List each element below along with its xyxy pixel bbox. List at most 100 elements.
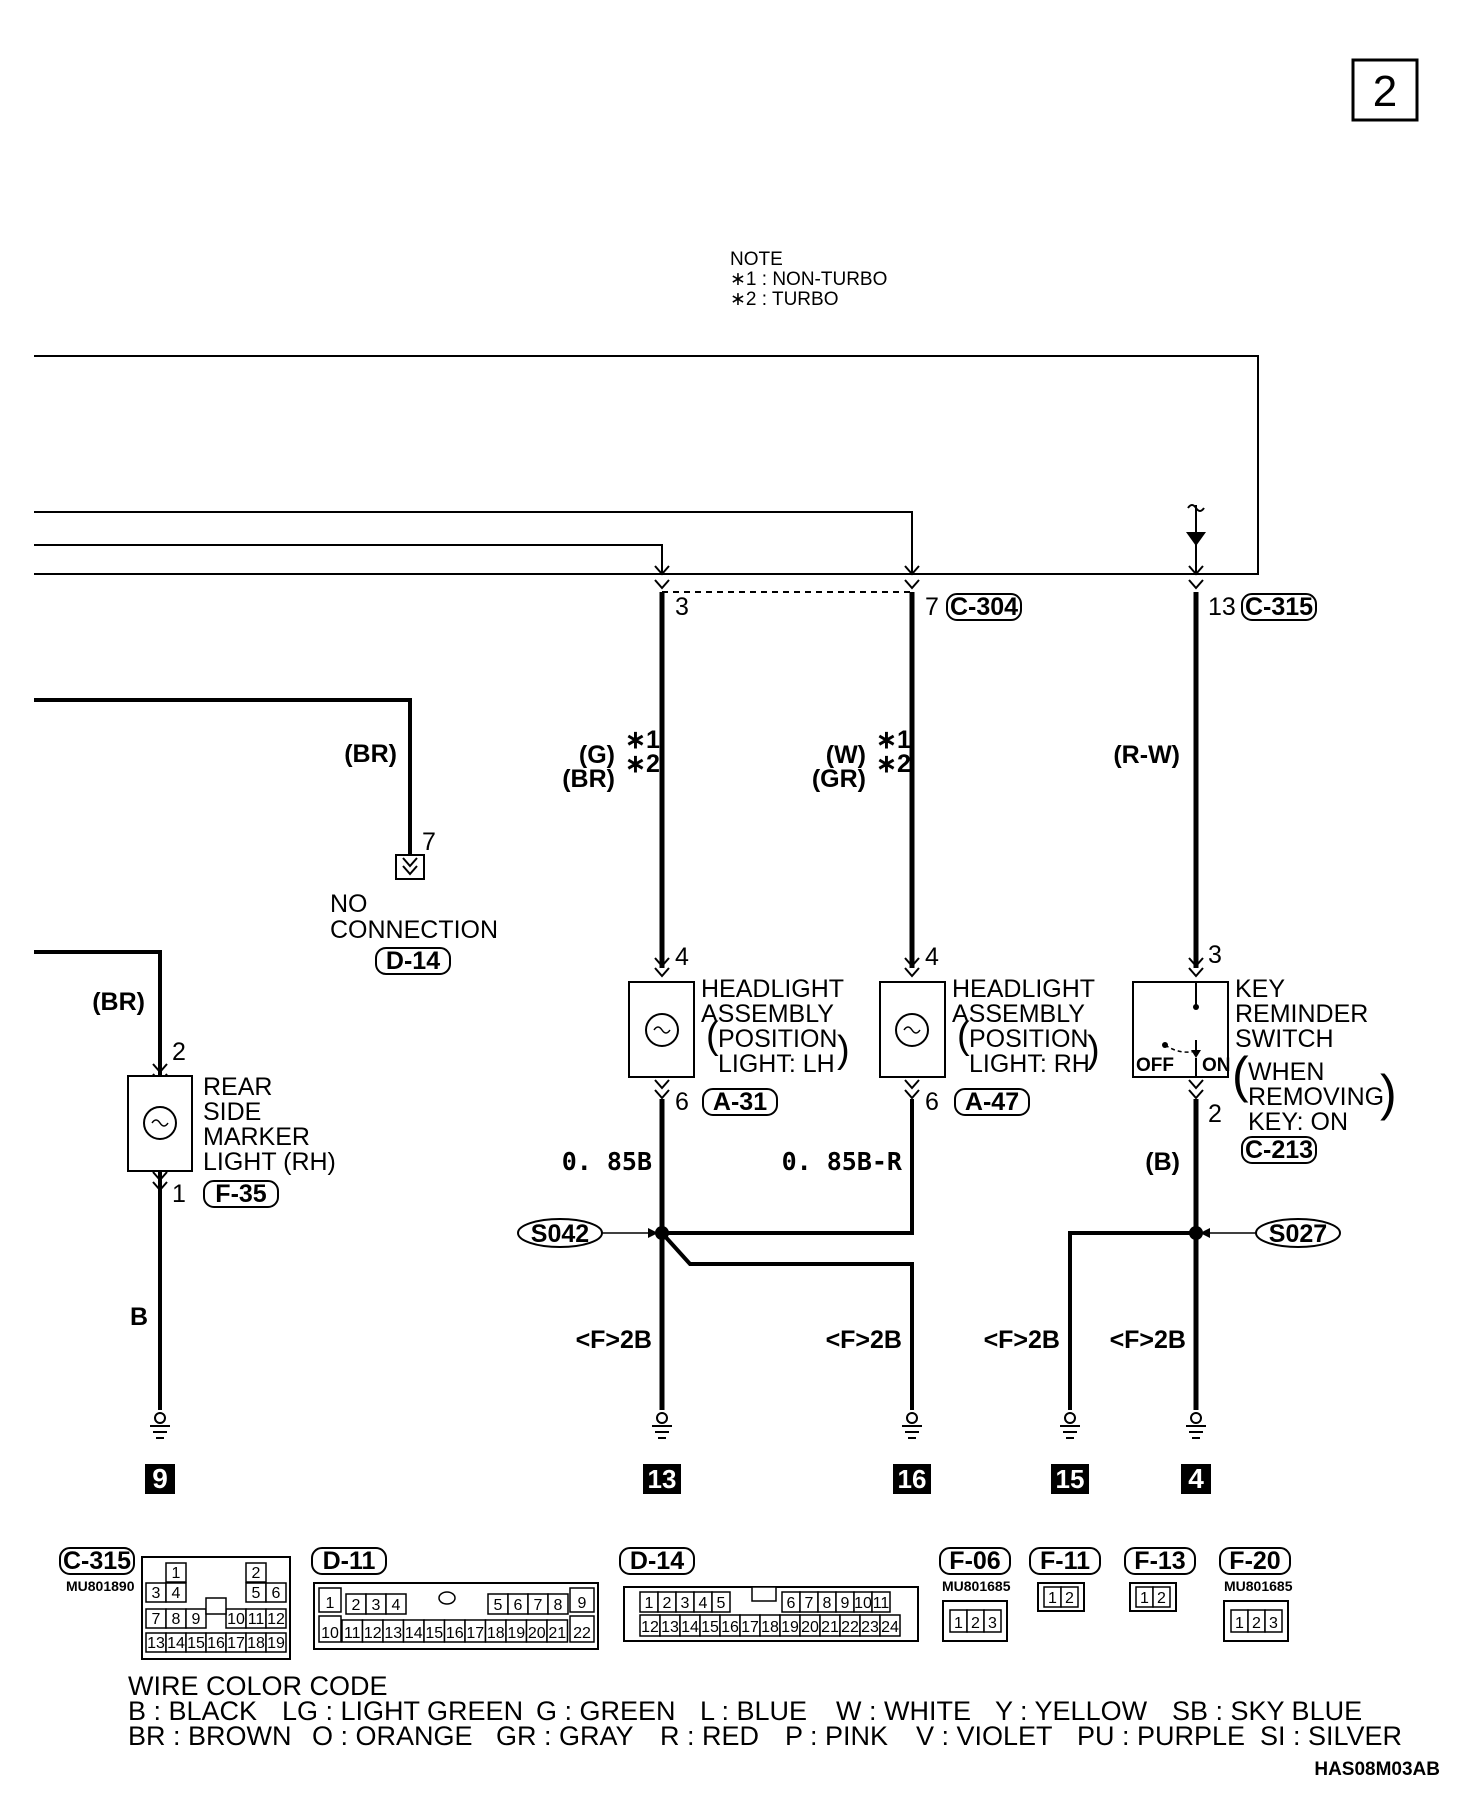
note-title: NOTE — [730, 249, 783, 270]
d11-pin: 1 — [318, 1587, 342, 1613]
d11-pin: 9 — [569, 1587, 595, 1613]
d14-pin-label: 21 — [821, 1619, 839, 1636]
key-line-5: REMOVING — [1248, 1083, 1384, 1111]
key-line-2: REMINDER — [1235, 1000, 1368, 1028]
page-number: 2 — [1373, 67, 1397, 116]
svg-text:F-13: F-13 — [1134, 1547, 1185, 1575]
star-2-lh: ∗2 — [625, 750, 660, 778]
ground-16: 16 — [898, 1464, 927, 1494]
wire-label-085b-r: 0. 85B-R — [782, 1147, 903, 1176]
d11-pin: 2 — [345, 1593, 367, 1615]
f13-pin-label: 1 — [1140, 1590, 1149, 1607]
d11-pin-label: 1 — [326, 1595, 335, 1612]
wire-to-pin-3 — [34, 544, 663, 574]
hl-rh-line-3: POSITION — [969, 1025, 1088, 1053]
hl-lh-line-4: LIGHT: LH — [718, 1050, 835, 1078]
c315-pin: 8 — [165, 1608, 187, 1629]
d14-pin-label: 4 — [699, 1595, 708, 1612]
d11-pin: 11 — [341, 1619, 364, 1643]
hl-rh-line-1: HEADLIGHT — [952, 975, 1095, 1003]
hl-lh-line-2: ASSEMBLY — [701, 1000, 834, 1028]
c315-pin: 9 — [185, 1608, 207, 1629]
d11-pin-label: 7 — [534, 1597, 543, 1614]
c315-pin-label: 12 — [267, 1611, 285, 1628]
c315-pin-label: 4 — [172, 1585, 181, 1602]
d11-pin: 20 — [525, 1619, 548, 1643]
headlight-lh: 4 6 A-31 HEADLIGHT ASSEMBLY ( POSITION L… — [628, 943, 850, 1116]
d14-pin: 10 — [853, 1591, 873, 1613]
svg-text:R : RED: R : RED — [660, 1721, 759, 1751]
d14-pin: 2 — [657, 1591, 677, 1613]
pin-rear-1: 1 — [172, 1180, 186, 1208]
c315-pin: 18 — [245, 1632, 267, 1653]
ground-13: 13 — [648, 1464, 677, 1494]
d11-pin: 13 — [382, 1619, 405, 1643]
rear-marker-line-4: LIGHT (RH) — [203, 1148, 336, 1176]
d14-pin: 16 — [719, 1614, 741, 1637]
note-line-2: ∗2 : TURBO — [730, 289, 838, 310]
f20-pin: 1 — [1230, 1609, 1249, 1633]
c315-pin: 14 — [165, 1632, 187, 1653]
splice-s027: S027 — [1200, 1218, 1341, 1248]
key-line-3: SWITCH — [1235, 1025, 1334, 1053]
d11-pin-label: 10 — [321, 1625, 339, 1642]
f13-pin-label: 2 — [1157, 1590, 1166, 1607]
svg-text:GR : GRAY: GR : GRAY — [496, 1721, 634, 1751]
f06-pin: 1 — [949, 1609, 968, 1633]
wire-label-b-key: (B) — [1145, 1148, 1180, 1176]
c315-pin: 15 — [185, 1632, 207, 1653]
pin-hl-rh-6: 6 — [925, 1088, 939, 1116]
d14-pin-label: 3 — [681, 1595, 690, 1612]
d14-pin-label: 2 — [663, 1595, 672, 1612]
ground-9: 9 — [152, 1463, 168, 1494]
d11-pin-label: 8 — [554, 1597, 563, 1614]
d14-pin-label: 16 — [721, 1619, 739, 1636]
svg-text:): ) — [1380, 1065, 1397, 1121]
wire-loop-top — [34, 355, 1259, 575]
d14-pin-label: 13 — [661, 1619, 679, 1636]
connector-tag-c304: C-304 — [946, 593, 1022, 621]
d14-pin: 24 — [879, 1614, 901, 1637]
svg-text:C-315: C-315 — [1245, 593, 1313, 621]
wire-label-rw: (R-W) — [1113, 741, 1180, 769]
c315-pin: 3 — [145, 1582, 167, 1603]
f20-pin-label: 3 — [1269, 1615, 1278, 1632]
d11-pin-label: 3 — [372, 1597, 381, 1614]
page-number-box: 2 — [1351, 58, 1419, 122]
star-2-rh: ∗2 — [876, 750, 911, 778]
c315-pin: 12 — [265, 1608, 287, 1629]
c315-pin: 5 — [245, 1582, 267, 1603]
d14-pin: 20 — [799, 1614, 821, 1637]
pin-rear-2: 2 — [172, 1038, 186, 1066]
d11-pin: 5 — [487, 1593, 509, 1615]
f13-pin: 1 — [1135, 1586, 1154, 1608]
f06-pin-label: 2 — [971, 1615, 980, 1632]
c315-pin-label: 17 — [227, 1635, 245, 1652]
star-1-rh: ∗1 — [876, 726, 911, 754]
pin-13: 13 — [1208, 593, 1236, 621]
f20-pin-label: 2 — [1252, 1615, 1261, 1632]
svg-text:(: ( — [706, 1015, 719, 1057]
d11-pin-label: 4 — [392, 1597, 401, 1614]
c315-pin-label: 11 — [248, 1611, 265, 1628]
svg-text:P : PINK: P : PINK — [785, 1721, 888, 1751]
c315-pin-label: 10 — [227, 1611, 245, 1628]
d11-pin: 22 — [569, 1615, 595, 1643]
d14-pin: 23 — [859, 1614, 881, 1637]
wire-label-f2b-3: <F>2B — [984, 1326, 1060, 1354]
d14-pin-label: 7 — [805, 1595, 814, 1612]
d11-pin-label: 21 — [548, 1625, 566, 1642]
d14-pin-label: 19 — [781, 1619, 799, 1636]
d14-pin-label: 12 — [641, 1619, 659, 1636]
ground-4: 4 — [1188, 1463, 1204, 1494]
d14-pin: 7 — [799, 1591, 819, 1613]
f13-pin: 2 — [1152, 1586, 1171, 1608]
pin-hl-lh-4: 4 — [675, 943, 689, 971]
pin-key-3: 3 — [1208, 941, 1222, 969]
pin-nc-7: 7 — [422, 828, 436, 856]
d14-pin-label: 15 — [701, 1619, 719, 1636]
svg-text:(: ( — [957, 1015, 970, 1057]
f06-pin-label: 1 — [954, 1615, 963, 1632]
d14-pin-label: 18 — [761, 1619, 779, 1636]
